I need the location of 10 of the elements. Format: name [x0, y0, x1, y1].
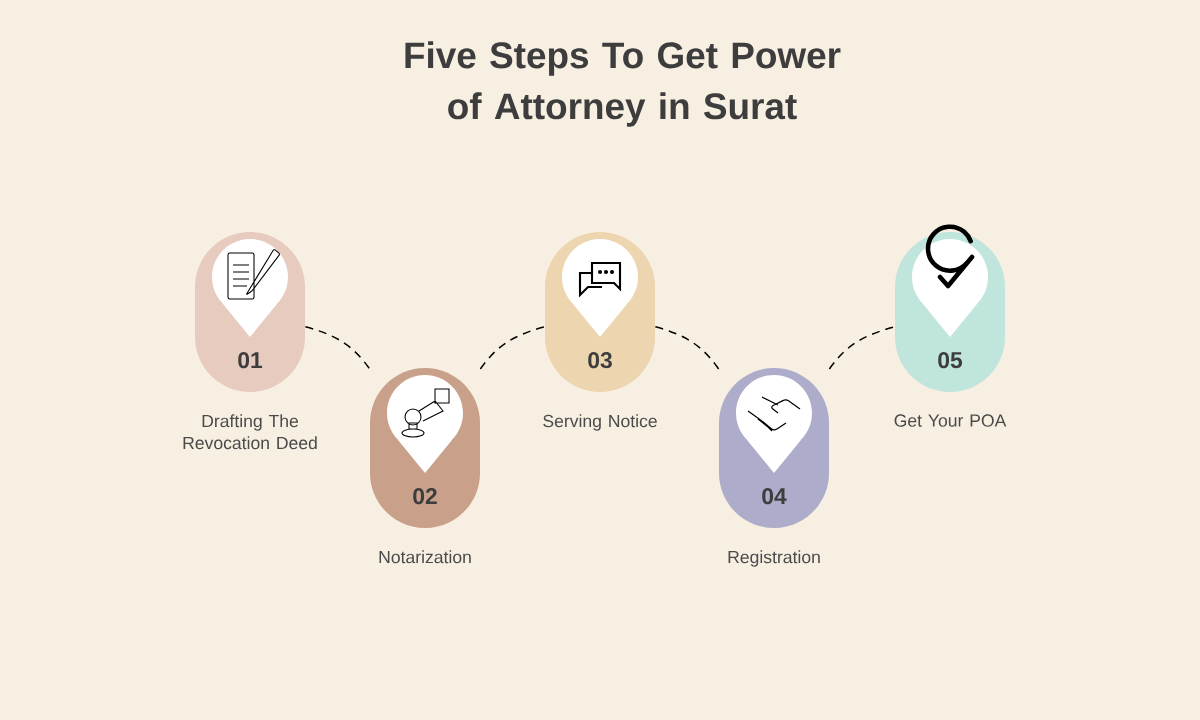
- step-label: Registration: [728, 550, 820, 567]
- dashed-connector: [304, 326, 371, 370]
- dashed-connector: [654, 326, 720, 370]
- step-label: Notarization: [379, 550, 471, 564]
- dashed-connector: [828, 326, 896, 370]
- step-label: Serving Notice: [543, 414, 657, 431]
- step-label: Get Your POA: [894, 414, 1007, 427]
- step-label: Drafting The Revocation Deed: [183, 414, 317, 450]
- dashed-connector: [479, 326, 546, 370]
- title: Five Steps To Get Power of Attorney in Surat: [405, 41, 841, 127]
